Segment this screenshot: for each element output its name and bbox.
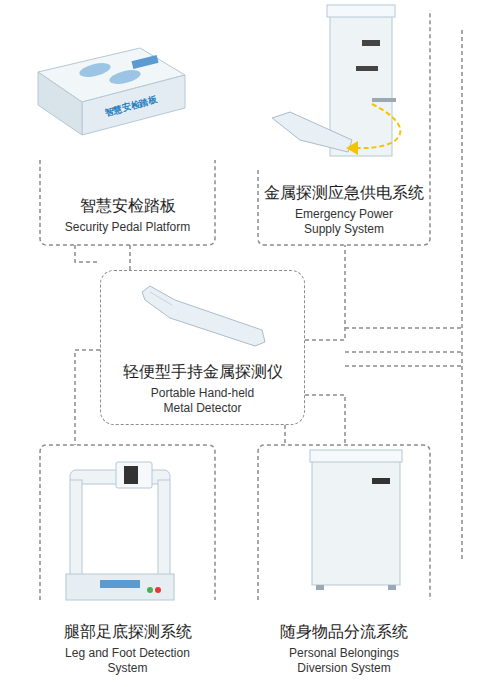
english-title: Personal Belongings Diversion System <box>277 646 412 676</box>
chinese-title: 金属探测应急供电系统 <box>264 183 424 204</box>
chinese-title: 腿部足底探测系统 <box>64 622 192 643</box>
center-box: 轻便型手持金属探测仪 Portable Hand-held Metal Detec… <box>100 270 305 425</box>
belongings-box <box>310 450 402 590</box>
leg-foot-detector <box>66 462 174 600</box>
product-box: 随身物品分流系统 Personal Belongings Diversion Sy… <box>258 445 430 682</box>
chinese-title: 轻便型手持金属探测仪 <box>123 362 283 383</box>
english-title: Security Pedal Platform <box>65 220 190 235</box>
dashed-connector <box>75 350 100 445</box>
chinese-title: 智慧安检踏板 <box>80 196 176 217</box>
pedal-platform <box>38 48 185 135</box>
dashed-connector <box>129 245 131 270</box>
product-box: 腿部足底探测系统 Leg and Foot Detection System <box>40 445 215 682</box>
english-title: Portable Hand-held Metal Detector <box>140 386 265 416</box>
dashed-connector <box>284 425 286 445</box>
english-title: Emergency Power Supply System <box>282 207 407 237</box>
product-box: 金属探测应急供电系统 Emergency Power Supply System <box>258 5 430 245</box>
product-box: 智慧安检踏板 Security Pedal Platform <box>40 20 215 245</box>
dashed-frame <box>40 10 462 600</box>
dashed-connector <box>305 245 345 340</box>
english-title: Leg and Foot Detection System <box>65 646 190 676</box>
power-supply-cabinet <box>272 5 400 156</box>
chinese-title: 随身物品分流系统 <box>280 622 408 643</box>
hand-held-detector <box>142 286 265 346</box>
